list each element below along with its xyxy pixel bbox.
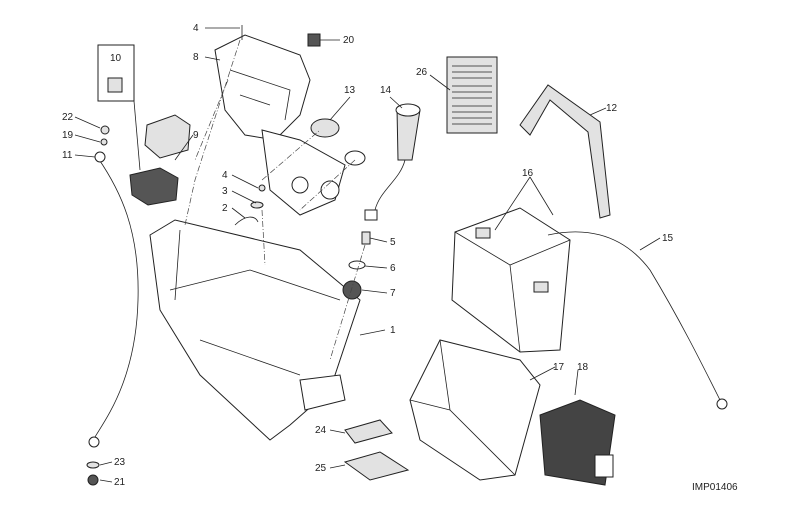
callout-16: 16 xyxy=(522,168,534,179)
washer-23 xyxy=(86,461,100,469)
bolt-22 xyxy=(100,125,110,135)
battery-16 xyxy=(451,207,571,353)
cover-18 xyxy=(539,399,616,486)
callout-23: 23 xyxy=(114,457,126,468)
callout-18: 18 xyxy=(577,362,589,373)
callout-11: 11 xyxy=(62,150,73,161)
callout-22: 22 xyxy=(62,112,74,123)
callout-15: 15 xyxy=(662,233,674,244)
fuse-inset xyxy=(97,44,141,171)
warning-label-26 xyxy=(446,56,498,134)
diagram-code: IMP01406 xyxy=(692,482,738,493)
battery-box-17 xyxy=(409,339,541,481)
washer-6 xyxy=(348,260,366,270)
callout-4b: 4 xyxy=(222,170,228,181)
callout-26: 26 xyxy=(416,67,428,78)
battery-tray-1 xyxy=(149,219,361,441)
callout-10: 10 xyxy=(110,53,122,64)
ground-cable xyxy=(94,157,139,438)
callout-24: 24 xyxy=(315,425,327,436)
callout-17: 17 xyxy=(553,362,565,373)
washer-19 xyxy=(100,138,108,146)
callout-19: 19 xyxy=(62,130,74,141)
callout-4: 4 xyxy=(193,23,199,34)
callout-8: 8 xyxy=(193,52,199,63)
callout-1: 1 xyxy=(390,325,396,336)
bracket-8 xyxy=(214,34,346,216)
callout-21: 21 xyxy=(114,477,126,488)
callout-12: 12 xyxy=(606,103,618,114)
callout-9: 9 xyxy=(193,130,199,141)
bolt-5 xyxy=(361,231,371,245)
power-socket-14 xyxy=(364,103,421,221)
callout-14: 14 xyxy=(380,85,392,96)
pad-25 xyxy=(343,451,410,481)
callout-7: 7 xyxy=(390,288,396,299)
callout-25: 25 xyxy=(315,463,327,474)
cap-13 xyxy=(310,118,340,138)
callout-20: 20 xyxy=(343,35,355,46)
callout-6: 6 xyxy=(390,263,396,274)
starter-relay xyxy=(129,167,179,206)
grommet-7 xyxy=(342,280,362,300)
callout-5: 5 xyxy=(390,237,396,248)
callout-3: 3 xyxy=(222,186,228,197)
nut-21 xyxy=(87,474,99,486)
battery-strap-12 xyxy=(519,84,611,219)
callout-2: 2 xyxy=(222,203,228,214)
clip-20 xyxy=(307,33,321,47)
cable-eyelet xyxy=(88,436,100,448)
battery-cable-15 xyxy=(547,231,721,401)
relay-cover xyxy=(144,114,191,159)
pad-24 xyxy=(344,419,393,444)
callout-13: 13 xyxy=(344,85,356,96)
